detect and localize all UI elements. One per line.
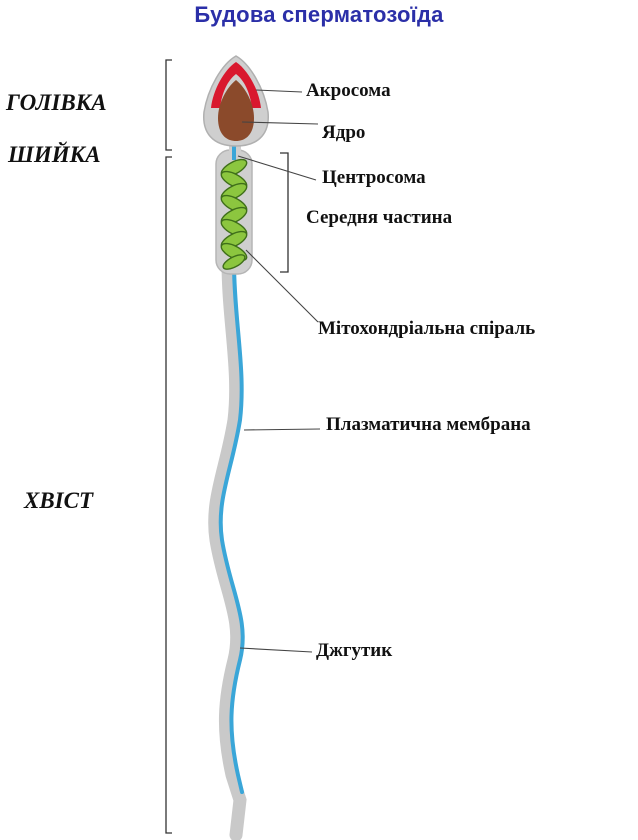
region-head-label: ГОЛІВКА [6,90,107,115]
tail-bracket [165,156,172,834]
flagellum [218,158,245,794]
leader-membrane [243,428,321,431]
label-centrosome: Центросома [322,167,426,188]
diagram-title: Будова сперматозоїда [194,2,444,27]
acrosome [211,62,261,108]
leader-centrosome [237,155,317,181]
mitochondrial-spiral [220,158,248,270]
label-mito-spiral: Мітохондріальна спіраль [318,318,536,339]
leader-nucleus [241,121,319,125]
label-nucleus: Ядро [322,122,366,143]
plasma-membrane [208,255,247,840]
leader-flagellum [239,647,313,653]
region-tail-label: ХВІСТ [24,488,94,513]
label-flagellum: Джгутик [316,640,393,661]
label-acrosome: Акросома [306,80,391,101]
leader-mito [245,249,319,323]
head-bracket [165,59,172,151]
label-plasma-membrane: Плазматична мембрана [326,414,531,435]
midpiece-bracket [280,152,289,273]
leader-acrosome [255,89,303,93]
nucleus [218,80,254,141]
label-midpiece: Середня частина [306,207,453,228]
region-neck-label: ШИЙКА [8,142,101,167]
